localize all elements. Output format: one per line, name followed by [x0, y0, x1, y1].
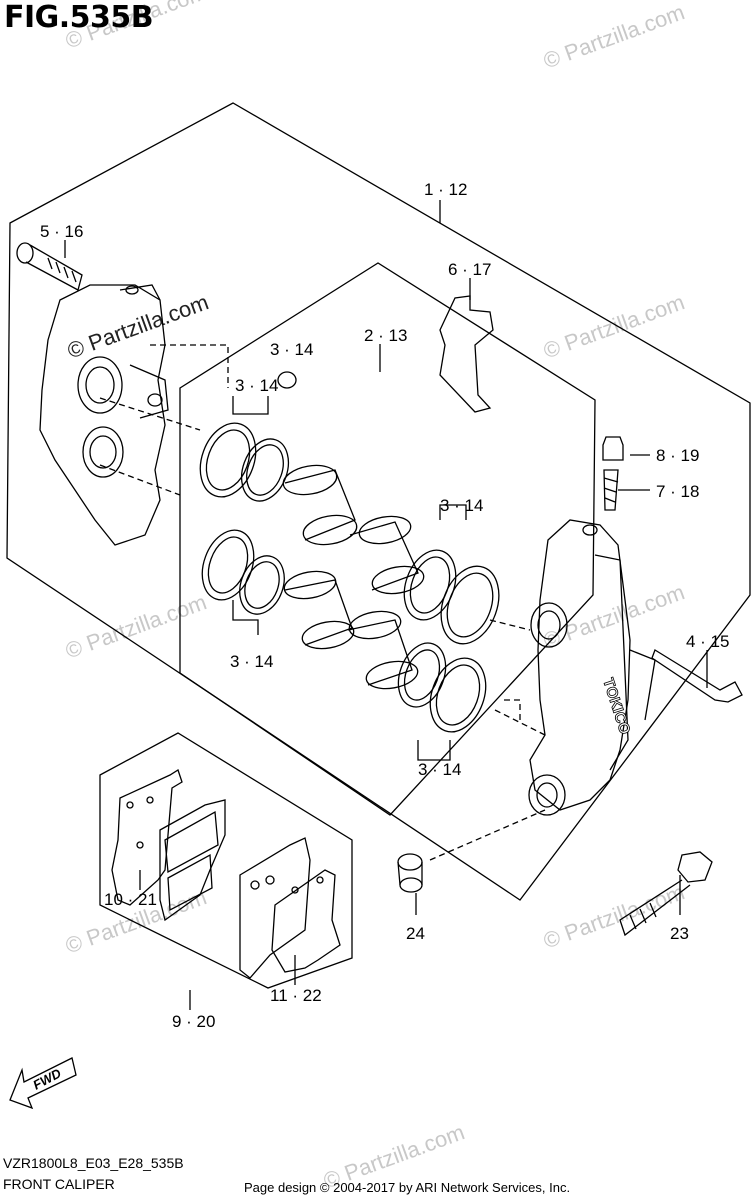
caliper-half-left [39, 284, 169, 546]
callout-11-22: 11 · 22 [270, 986, 322, 1005]
callout-3-14-seal-top: 3 · 14 [235, 376, 279, 395]
seal-kit-frame [179, 262, 596, 816]
caliper-bolt [16, 242, 83, 291]
diagram-caption: FRONT CALIPER [3, 1176, 115, 1192]
brake-pad-left [159, 799, 226, 922]
fwd-arrow [9, 1057, 77, 1110]
callout-5-16: 5 · 16 [40, 222, 84, 241]
washer [277, 371, 297, 389]
figure-title: FIG.535B [4, 0, 154, 35]
mounting-bolt [619, 851, 713, 937]
callout-1-12: 1 · 12 [424, 180, 468, 199]
callout-7-18: 7 · 18 [656, 482, 700, 501]
callout-9-20: 9 · 20 [172, 1012, 216, 1031]
brake-pad-backing-right [271, 869, 341, 973]
pad-spring [439, 295, 494, 413]
callout-10-21: 10 · 21 [104, 890, 157, 909]
pad-set-frame [99, 732, 353, 989]
callout-3-14-seal-right-bottom: 3 · 14 [418, 760, 462, 779]
callout-3-14-washer: 3 · 14 [270, 340, 314, 359]
piston-seals-right [397, 549, 500, 733]
callout-23: 23 [670, 924, 689, 943]
caliper-pin [651, 649, 743, 703]
callout-2-13: 2 · 13 [364, 326, 408, 345]
callout-8-19: 8 · 19 [656, 446, 700, 465]
callout-4-15: 4 · 15 [686, 632, 730, 651]
callout-24: 24 [406, 924, 425, 943]
callout-3-14-seal-left: 3 · 14 [230, 652, 274, 671]
caliper-half-right [528, 519, 656, 816]
callout-6-17: 6 · 17 [448, 260, 492, 279]
assembly-frame [6, 102, 751, 901]
pistons [282, 464, 425, 690]
copyright-credit: Page design © 2004-2017 by ARI Network S… [244, 1180, 571, 1195]
callout-3-14-seal-right-top: 3 · 14 [440, 496, 484, 515]
brake-pad-right [239, 837, 311, 979]
bushing [397, 853, 423, 893]
bleeder [602, 436, 624, 511]
piston-seals-left [199, 422, 290, 615]
diagram-code: VZR1800L8_E03_E28_535B [3, 1155, 184, 1171]
brake-pad-backing-left [111, 769, 183, 906]
